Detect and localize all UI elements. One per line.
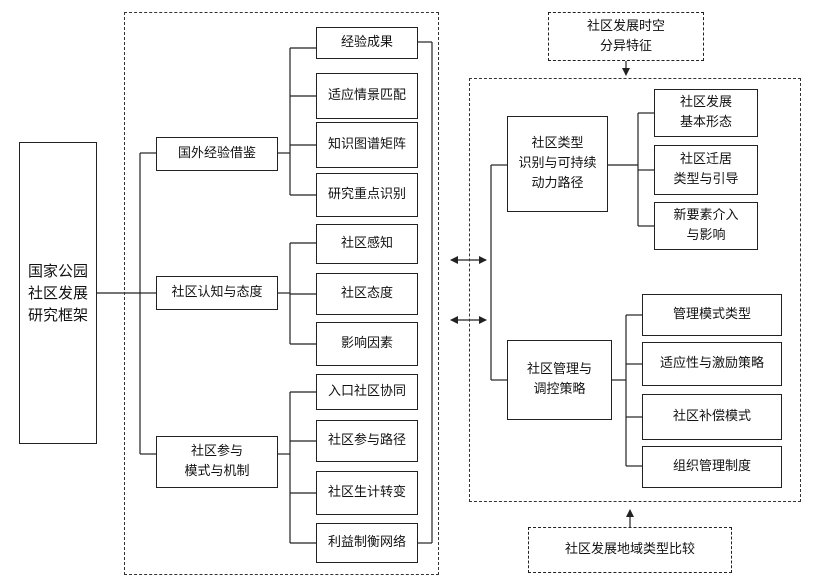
participation-item-3: 社区生计转变 xyxy=(316,471,418,515)
left-frame xyxy=(124,12,439,575)
cognition-item-3: 影响因素 xyxy=(316,322,418,366)
regional-comparison-note: 社区发展地域类型比较 xyxy=(528,527,732,573)
cognition-item-2: 社区态度 xyxy=(316,273,418,315)
type-item-2: 社区迁居 类型与引导 xyxy=(654,145,758,195)
participation-item-2: 社区参与路径 xyxy=(316,420,418,462)
foreign-item-1: 经验成果 xyxy=(316,27,418,59)
management-item-1: 管理模式类型 xyxy=(642,294,782,336)
community-management-box: 社区管理与 调控策略 xyxy=(507,340,612,420)
foreign-experience-box: 国外经验借鉴 xyxy=(156,137,278,171)
right-frame xyxy=(469,78,801,502)
participation-item-1: 入口社区协同 xyxy=(316,374,418,410)
management-item-3: 社区补偿模式 xyxy=(642,394,782,440)
foreign-item-2: 适应情景匹配 xyxy=(316,73,418,119)
management-item-4: 组织管理制度 xyxy=(642,446,782,488)
community-type-box: 社区类型 识别与可持续 动力路径 xyxy=(507,116,608,212)
foreign-item-3: 知识图谱矩阵 xyxy=(316,122,418,168)
participation-mode-box: 社区参与 模式与机制 xyxy=(156,436,278,488)
cognition-attitude-box: 社区认知与态度 xyxy=(156,276,278,310)
root-box: 国家公园 社区发展 研究框架 xyxy=(19,142,97,444)
foreign-item-4: 研究重点识别 xyxy=(316,173,418,217)
cognition-item-1: 社区感知 xyxy=(316,224,418,264)
management-item-2: 适应性与激励策略 xyxy=(642,342,782,386)
type-item-3: 新要素介入 与影响 xyxy=(654,202,758,250)
spatiotemporal-note: 社区发展时空 分异特征 xyxy=(548,12,704,61)
type-item-1: 社区发展 基本形态 xyxy=(654,89,758,137)
participation-item-4: 利益制衡网络 xyxy=(316,523,418,563)
